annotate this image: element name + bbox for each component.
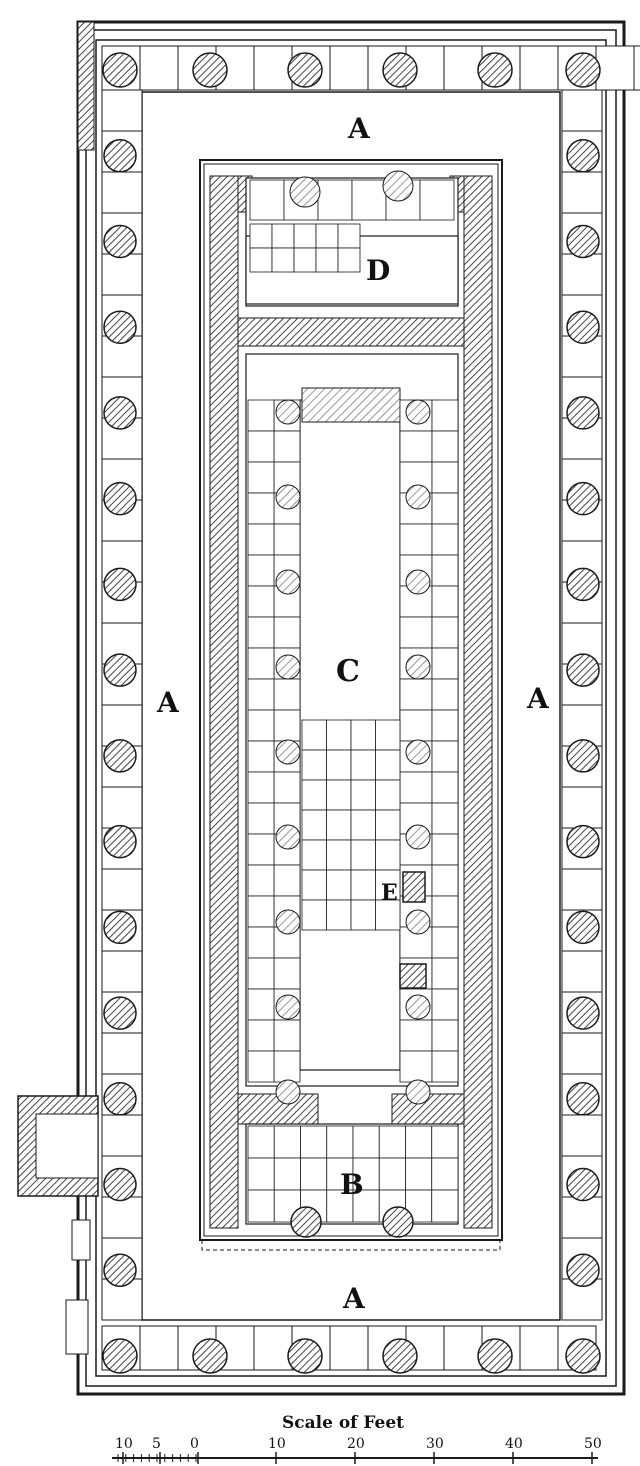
column	[103, 910, 137, 945]
column	[566, 567, 600, 602]
column	[566, 224, 600, 259]
column	[103, 567, 137, 602]
column	[566, 996, 600, 1030]
column	[565, 1338, 601, 1374]
column	[103, 996, 137, 1030]
scale-tick-label: 0	[190, 1436, 199, 1452]
scale-tick-label: 50	[584, 1436, 602, 1452]
column	[103, 1082, 137, 1116]
cella-inner-columns	[275, 399, 431, 1105]
column	[103, 1253, 137, 1288]
column	[103, 138, 137, 173]
label-b: B	[340, 1168, 364, 1201]
label-a-west: A	[156, 686, 180, 719]
opisthodomos-room	[245, 170, 459, 307]
stylobate	[76, 20, 626, 1396]
column	[103, 653, 137, 687]
column	[566, 138, 600, 173]
column	[102, 52, 138, 88]
label-a-south: A	[342, 1282, 366, 1315]
scale-title: Scale of Feet	[282, 1413, 404, 1433]
column	[565, 52, 601, 88]
column	[566, 653, 600, 687]
secondary-base	[399, 963, 427, 989]
column	[566, 739, 600, 773]
scale-marks	[117, 1452, 593, 1464]
column	[192, 1338, 228, 1374]
scale-tick-label: 40	[505, 1436, 523, 1452]
pronaos-room	[245, 1123, 459, 1238]
label-d: D	[366, 254, 390, 287]
cella-paving	[247, 399, 459, 1083]
column	[103, 824, 137, 859]
label-e: E	[381, 880, 398, 906]
column	[102, 1338, 138, 1374]
column	[103, 396, 137, 430]
column	[287, 52, 323, 88]
statue-base-e	[402, 871, 426, 903]
column	[103, 739, 137, 773]
column	[103, 310, 137, 344]
column	[566, 1082, 600, 1116]
column	[287, 1338, 323, 1374]
column	[566, 310, 600, 344]
column	[103, 481, 137, 516]
column	[382, 1338, 418, 1374]
column	[566, 396, 600, 430]
column	[103, 1167, 137, 1202]
column	[566, 1253, 600, 1288]
side-annex	[17, 1095, 99, 1355]
scale-tick-label: 30	[426, 1436, 444, 1452]
column	[103, 224, 137, 259]
column	[382, 52, 418, 88]
scale-tick-label: 20	[347, 1436, 365, 1452]
scale-tick-label: 10	[115, 1436, 133, 1452]
pronaos-paving	[247, 1125, 459, 1238]
column	[477, 52, 513, 88]
column	[566, 481, 600, 516]
scale-tick-label: 10	[268, 1436, 286, 1452]
scale-tick-label: 5	[152, 1436, 161, 1452]
peristyle-columns	[102, 52, 601, 1374]
opisthodomos-paving	[249, 170, 455, 273]
cella-room	[245, 353, 459, 1105]
column	[477, 1338, 513, 1374]
column	[192, 52, 228, 88]
column	[566, 910, 600, 945]
column	[566, 1167, 600, 1202]
label-a-north: A	[347, 112, 371, 145]
label-a-east: A	[526, 682, 550, 715]
label-c: C	[336, 654, 360, 689]
plan-labels: A A A A D C B E	[156, 112, 550, 1315]
column	[566, 824, 600, 859]
